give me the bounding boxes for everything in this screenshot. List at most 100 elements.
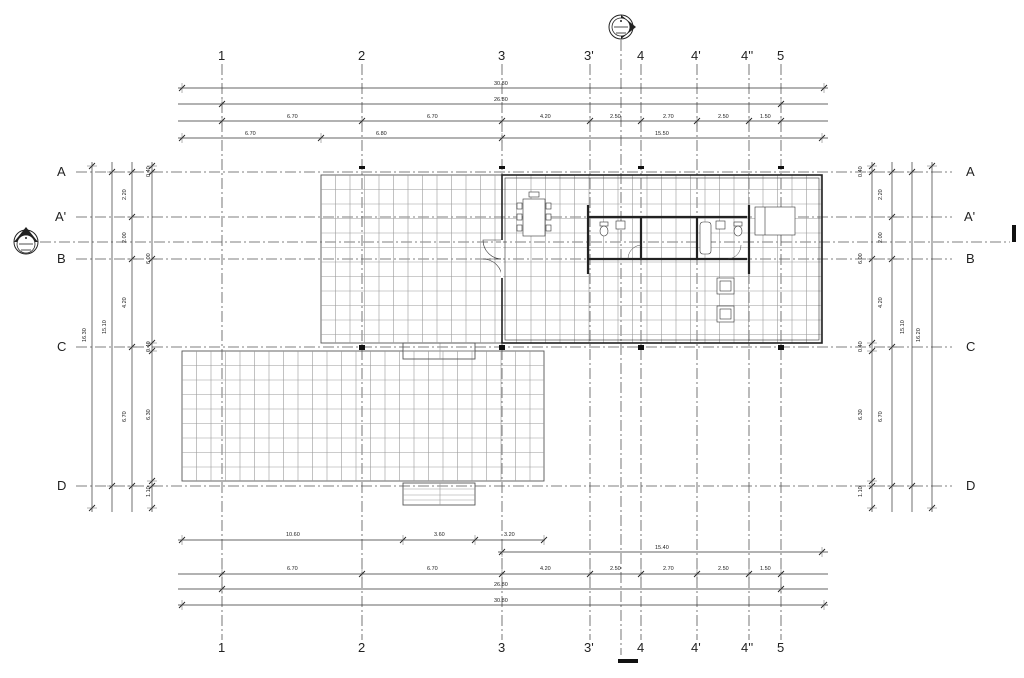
dim-segment-bottom: 10.60 bbox=[286, 532, 300, 538]
dim-bay-left: 6.00 bbox=[146, 253, 152, 264]
dim-bay-top: 6.70 bbox=[287, 114, 298, 120]
grid-label-bottom: 4 bbox=[637, 640, 644, 655]
dim-bay-right: 2.20 bbox=[878, 189, 884, 200]
column bbox=[638, 345, 644, 350]
dim-bay-left: 0.40 bbox=[146, 341, 152, 352]
entry-door-swing bbox=[482, 239, 503, 279]
service-core-wall bbox=[586, 205, 751, 274]
dim-segment-bottom: 3.20 bbox=[504, 532, 515, 538]
horizontal-grid-axes bbox=[40, 40, 1010, 655]
grid-label-right: A' bbox=[964, 209, 975, 224]
dim-bay-top: 2.50 bbox=[610, 114, 621, 120]
chair bbox=[545, 224, 552, 232]
lower-terrace-tiles bbox=[182, 351, 544, 481]
dim-bay-left: 6.70 bbox=[122, 411, 128, 422]
dim-overall-outer-top: 30.80 bbox=[494, 81, 508, 87]
dim-bay-right: 6.70 bbox=[878, 411, 884, 422]
toilet-tank bbox=[599, 221, 609, 227]
grid-label-right: D bbox=[966, 478, 975, 493]
lower-terrace bbox=[181, 342, 545, 506]
grid-label-bottom: 5 bbox=[777, 640, 784, 655]
dim-overall-inner-top: 26.80 bbox=[494, 97, 508, 103]
grid-label-top: 1 bbox=[218, 48, 225, 63]
dim-bay-right: 6.00 bbox=[858, 253, 864, 264]
armchairs bbox=[716, 277, 735, 323]
grid-label-top: 4 bbox=[637, 48, 644, 63]
column bbox=[359, 345, 365, 350]
grid-label-right: C bbox=[966, 339, 975, 354]
grid-label-left: A bbox=[57, 164, 66, 179]
grid-label-top: 2 bbox=[358, 48, 365, 63]
dimensions-top: 30.80 26.80 6.70 6.70 4.20 2.50 2.70 2.5… bbox=[178, 81, 828, 143]
dim-bay-left: 6.30 bbox=[146, 409, 152, 420]
chair bbox=[545, 213, 552, 221]
dim-bay-top: 1.50 bbox=[760, 114, 771, 120]
lower-terrace-outline bbox=[181, 350, 545, 482]
dim-segment-bottom: 3.60 bbox=[434, 532, 445, 538]
dim-bay-right: 0.40 bbox=[858, 341, 864, 352]
dim-bay-bottom: 6.70 bbox=[287, 566, 298, 572]
grid-label-bottom: 3 bbox=[498, 640, 505, 655]
structural-columns bbox=[359, 166, 784, 350]
dim-overall-outer-right: 16.20 bbox=[916, 328, 922, 342]
section-marker-icon bbox=[13, 227, 39, 255]
grid-labels-right: A A' B C D bbox=[964, 164, 975, 493]
dim-bay-top: 6.70 bbox=[427, 114, 438, 120]
dim-overall-outer-bottom: 30.80 bbox=[494, 598, 508, 604]
dim-bay-bottom: 4.20 bbox=[540, 566, 551, 572]
dim-bay-bottom: 2.70 bbox=[663, 566, 674, 572]
dim-bay-left: 2.00 bbox=[122, 232, 128, 243]
dim-segment-top: 15.50 bbox=[655, 131, 669, 137]
dim-overall-inner-bottom: 26.80 bbox=[494, 582, 508, 588]
dim-bay-right: 0.40 bbox=[858, 166, 864, 177]
dimensions-left: 16.30 15.10 0.40 2.20 2.00 6.00 4.20 0.4… bbox=[82, 162, 157, 512]
grid-label-left: A' bbox=[55, 209, 66, 224]
dim-overall-inner-left: 15.10 bbox=[102, 320, 108, 334]
upper-porch-tiles bbox=[321, 175, 502, 343]
door-swing bbox=[627, 244, 742, 260]
section-end-mark-right bbox=[1012, 225, 1016, 242]
dim-bay-left: 4.20 bbox=[122, 297, 128, 308]
grid-label-top: 3 bbox=[498, 48, 505, 63]
dining-table bbox=[516, 191, 552, 237]
dim-bay-bottom: 6.70 bbox=[427, 566, 438, 572]
bed-frame bbox=[754, 206, 796, 236]
grid-label-top: 4'' bbox=[741, 48, 753, 63]
dim-bay-left: 1.10 bbox=[146, 486, 152, 497]
dim-bay-top: 2.50 bbox=[718, 114, 729, 120]
chair bbox=[516, 224, 523, 232]
dim-overall-outer-left: 16.30 bbox=[82, 328, 88, 342]
chair bbox=[545, 202, 552, 210]
dim-house-length-bottom: 15.40 bbox=[655, 545, 669, 551]
dim-bay-bottom: 2.50 bbox=[718, 566, 729, 572]
dim-bay-right: 2.00 bbox=[878, 232, 884, 243]
dim-bay-bottom: 1.50 bbox=[760, 566, 771, 572]
entry-steps bbox=[402, 482, 476, 506]
grid-label-left: B bbox=[57, 251, 66, 266]
dim-bay-left: 2.20 bbox=[122, 189, 128, 200]
grid-labels-left: A A' B C D bbox=[55, 164, 66, 493]
dining-table-top bbox=[522, 198, 546, 237]
dim-ticks-top bbox=[178, 83, 828, 143]
sink bbox=[715, 220, 726, 230]
dimensions-bottom: 10.60 3.60 3.20 15.40 6.70 6.70 4.20 2.5… bbox=[178, 532, 828, 610]
dim-segment-top: 6.70 bbox=[245, 131, 256, 137]
chair bbox=[528, 191, 540, 198]
bed bbox=[754, 206, 796, 236]
bathtub bbox=[699, 221, 712, 255]
dim-ticks-right bbox=[867, 162, 937, 512]
grid-label-bottom: 4' bbox=[691, 640, 701, 655]
chair bbox=[516, 202, 523, 210]
dim-bay-bottom: 2.50 bbox=[610, 566, 621, 572]
grid-label-bottom: 4'' bbox=[741, 640, 753, 655]
column bbox=[638, 166, 644, 169]
column bbox=[778, 345, 784, 350]
grid-label-bottom: 1 bbox=[218, 640, 225, 655]
house-glass-wall-inner bbox=[504, 177, 820, 341]
toilet-bowl bbox=[599, 225, 609, 237]
dim-bay-right: 1.10 bbox=[858, 486, 864, 497]
house-enclosure bbox=[359, 166, 823, 350]
column bbox=[359, 166, 365, 169]
dim-segment-top: 6.80 bbox=[376, 131, 387, 137]
